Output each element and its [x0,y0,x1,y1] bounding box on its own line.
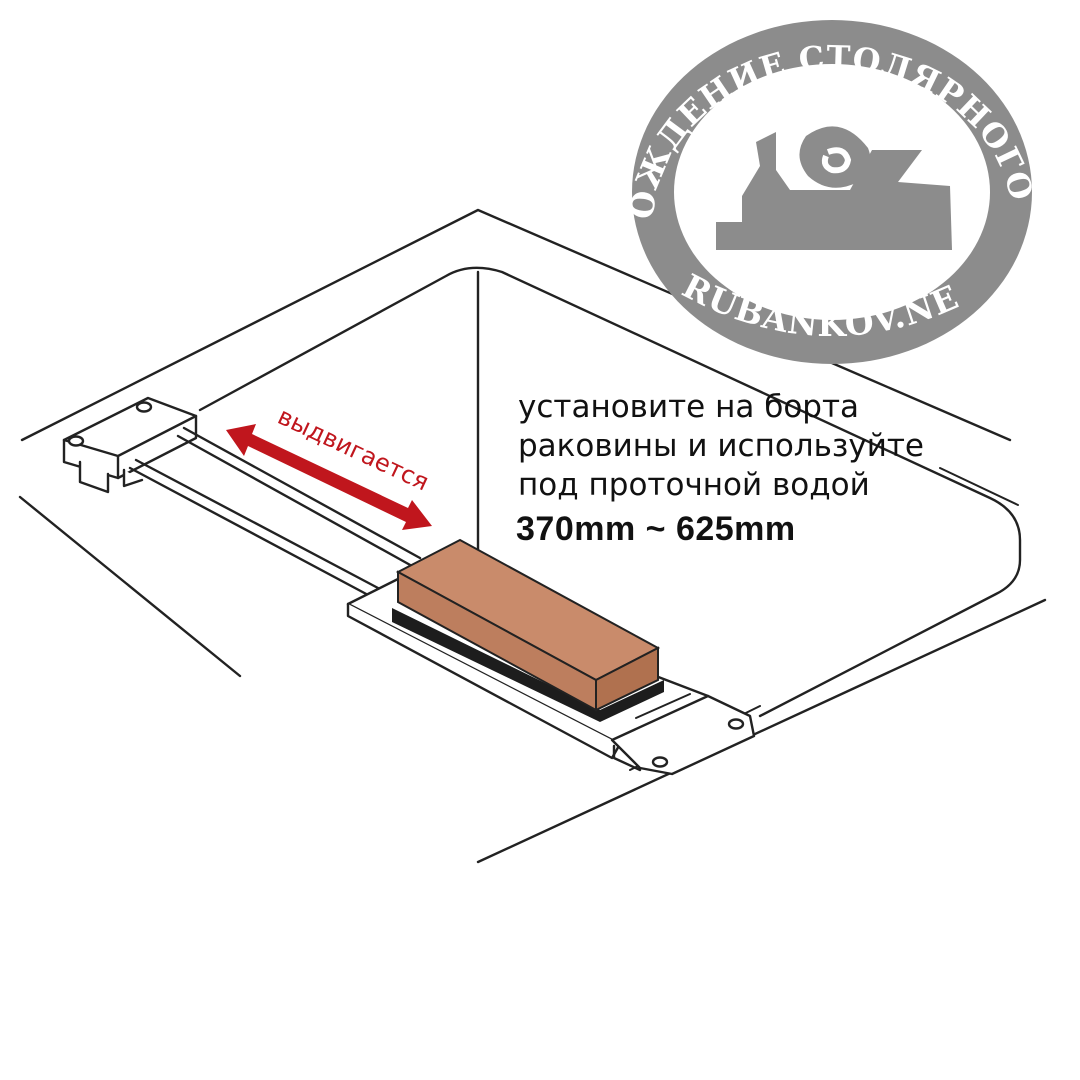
logo-badge: ВОЗРОЖДЕНИЕ СТОЛЯРНОГО ДЕЛА RUBANKOV.NET [0,0,1040,364]
instruction-line: раковины и используйте [518,428,924,464]
slide-arrow [226,424,432,530]
left-bracket [62,396,198,494]
base-plate-side [346,602,622,760]
instruction-line: установите на борта [518,389,860,425]
stone-end [595,646,659,712]
right-bracket [610,693,756,776]
length-range: 370mm ~ 625mm [516,510,796,548]
sink-rim [198,266,1022,718]
instruction-line: под проточной водой [518,467,870,503]
slide-rod-lower [128,458,380,598]
slide-rod-upper [176,426,422,568]
sharpening-stone [392,538,664,722]
hand-plane-swirl [821,147,852,174]
hand-plane-icon [716,126,952,250]
install-instructions: установите на борта раковины и используй… [518,388,1058,505]
